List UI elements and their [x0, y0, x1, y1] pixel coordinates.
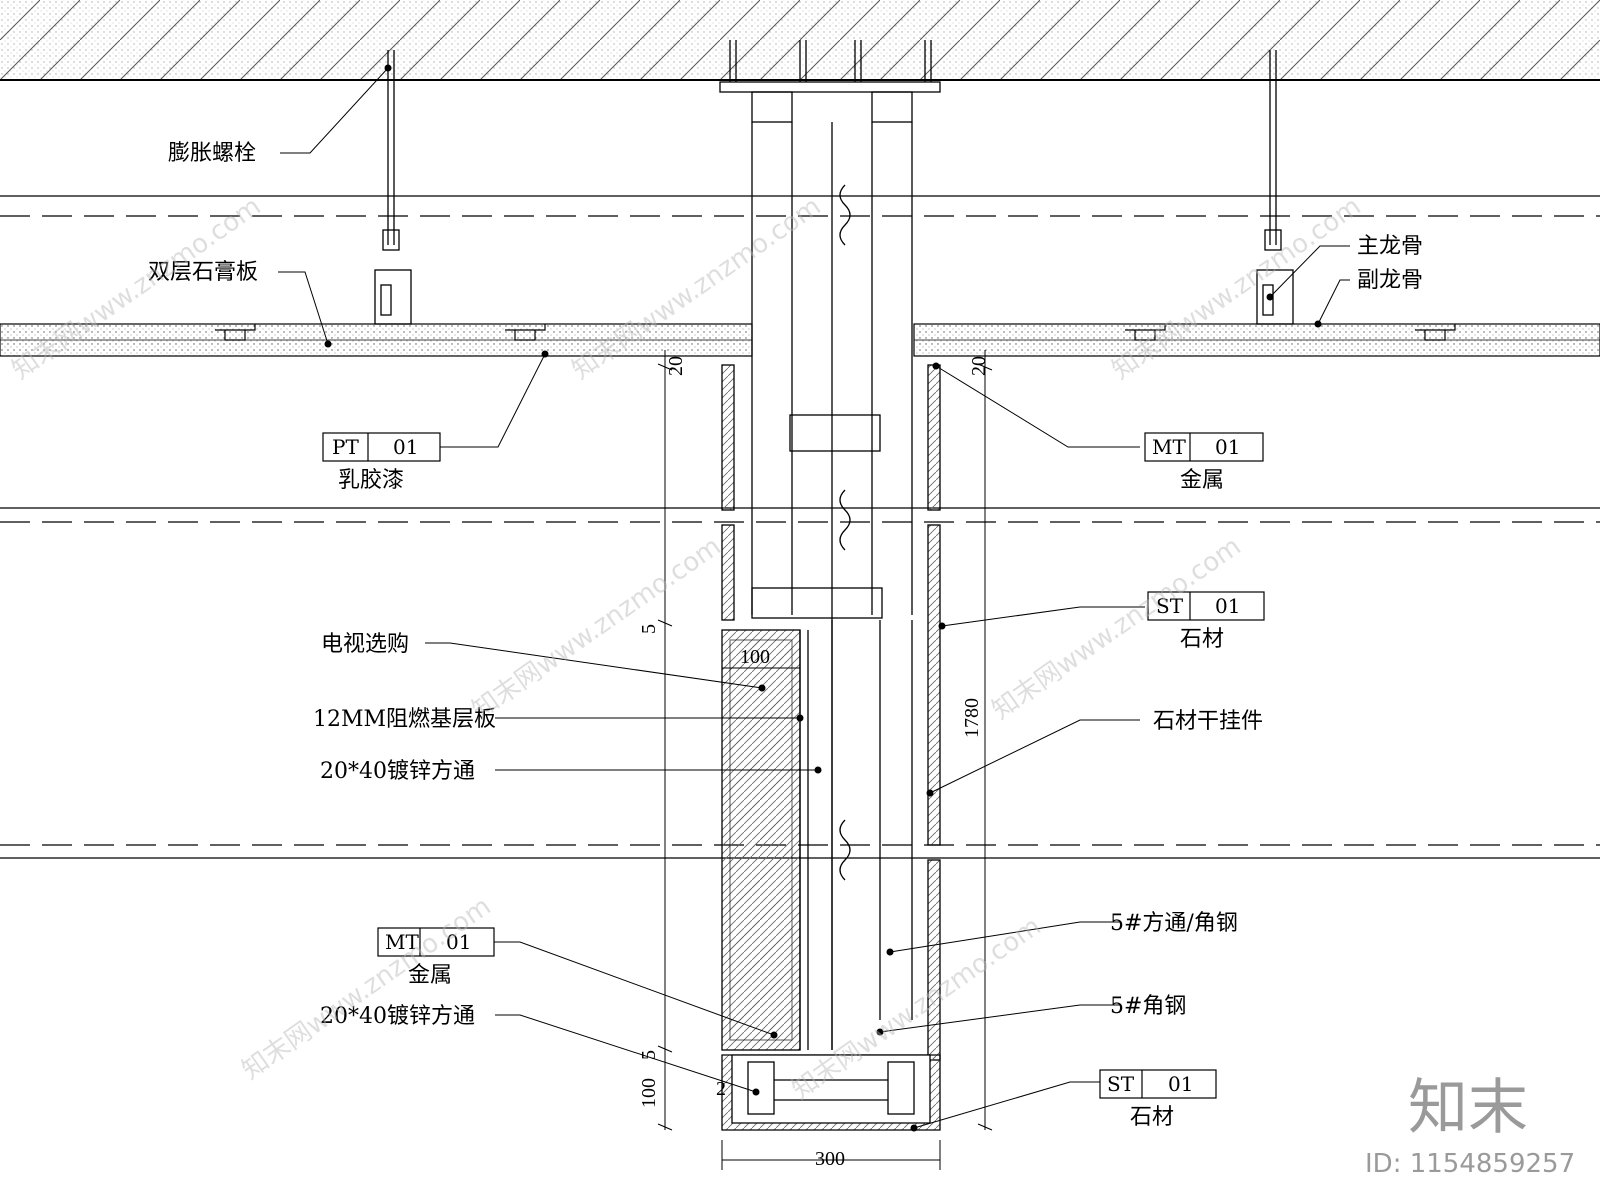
label-double-gypsum: 双层石膏板	[148, 260, 258, 285]
tag-st01-mid-num: 01	[1215, 594, 1240, 618]
label-galv-tube-2: 20*40镀锌方通	[320, 1004, 475, 1029]
dim-1780: 1780	[961, 698, 983, 738]
steel-frame	[719, 40, 941, 1050]
tag-st01-bottom-num: 01	[1168, 1072, 1193, 1096]
tag-mt01-right-desc: 金属	[1180, 468, 1224, 493]
label-stone-hanger: 石材干挂件	[1153, 709, 1263, 734]
dim-20-left: 20	[665, 356, 687, 376]
tag-mt01-left-num: 01	[446, 930, 471, 954]
label-angle-steel: 5#角钢	[1110, 994, 1186, 1019]
tag-mt01-left-code: MT	[385, 930, 419, 954]
label-fire-board: 12MM阻燃基层板	[313, 707, 496, 732]
label-main-keel: 主龙骨	[1357, 234, 1423, 259]
stone-cladding	[721, 364, 941, 1131]
tag-pt01-num: 01	[393, 435, 418, 459]
tag-boxes	[322, 432, 1265, 1099]
dim-5-top: 5	[638, 624, 660, 634]
leader-dots	[324, 64, 1322, 1132]
dim-20-right: 20	[968, 356, 990, 376]
dim-2: 2	[716, 1078, 726, 1100]
tag-st01-bottom-desc: 石材	[1130, 1105, 1174, 1130]
dim-300: 300	[815, 1148, 845, 1170]
tag-st01-bottom-code: ST	[1107, 1072, 1135, 1096]
dim-5-bottom: 5	[638, 1050, 660, 1060]
dim-100-bottom: 100	[638, 1078, 660, 1108]
gypsum-ceiling	[0, 323, 1600, 357]
label-tv-optional: 电视选购	[321, 632, 409, 657]
hanger-rods	[374, 50, 1294, 325]
tag-mt01-left-desc: 金属	[408, 963, 452, 988]
label-expansion-bolt: 膨胀螺栓	[168, 141, 256, 166]
tag-mt01-right-num: 01	[1215, 435, 1240, 459]
dimension-lines	[657, 350, 993, 1170]
brand-logo: 知末	[1408, 1073, 1528, 1143]
leader-lines	[278, 67, 1350, 1129]
tag-st01-mid-code: ST	[1156, 594, 1184, 618]
tag-mt01-right-code: MT	[1152, 435, 1186, 459]
tag-pt01-desc: 乳胶漆	[338, 468, 404, 493]
watermark-4: 知末网www.znzmo.com	[467, 531, 727, 725]
dim-100-tv: 100	[740, 646, 770, 668]
tag-st01-mid-desc: 石材	[1180, 627, 1224, 652]
image-id: ID: 1154859257	[1365, 1149, 1575, 1179]
tv-box	[721, 629, 809, 1051]
label-sub-keel: 副龙骨	[1357, 268, 1423, 293]
label-galv-tube-1: 20*40镀锌方通	[320, 759, 475, 784]
tag-pt01-code: PT	[332, 435, 359, 459]
label-square-angle: 5#方通/角钢	[1110, 911, 1238, 936]
watermark-6: 知末网www.znzmo.com	[237, 891, 497, 1085]
